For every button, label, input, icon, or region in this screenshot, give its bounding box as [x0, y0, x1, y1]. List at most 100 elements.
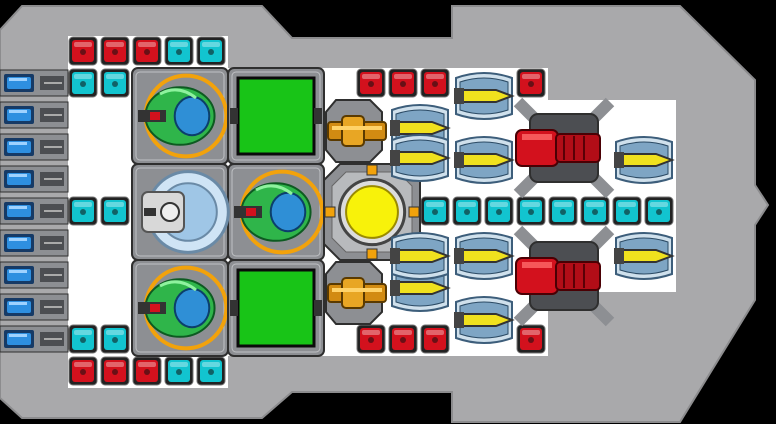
- gold-cannon[interactable]: [325, 99, 387, 163]
- energy-cell-cyan[interactable]: [100, 324, 130, 354]
- energy-cell-cyan[interactable]: [612, 196, 642, 226]
- laser-base: [390, 120, 400, 136]
- red-turret[interactable]: [513, 225, 615, 327]
- energy-cell-cyan[interactable]: [164, 36, 194, 66]
- energy-cell-red[interactable]: [516, 68, 546, 98]
- laser-emitter[interactable]: [454, 72, 515, 120]
- turret-shine: [522, 262, 552, 268]
- energy-cell-red[interactable]: [356, 68, 386, 98]
- laser-emitter[interactable]: [454, 232, 515, 280]
- cannon-shine: [332, 126, 382, 130]
- thruster[interactable]: [0, 197, 69, 225]
- cell-shine: [394, 74, 412, 79]
- cell-shine: [106, 42, 124, 47]
- laser-emitter[interactable]: [614, 136, 675, 184]
- cell-shine: [394, 330, 412, 335]
- cell-pip: [656, 209, 662, 215]
- thruster[interactable]: [0, 165, 69, 193]
- energy-cell-cyan[interactable]: [100, 196, 130, 226]
- energy-cell-cyan[interactable]: [644, 196, 674, 226]
- green-storage-module[interactable]: [227, 67, 325, 165]
- thruster[interactable]: [0, 133, 69, 161]
- thruster[interactable]: [0, 69, 69, 97]
- energy-cell-red[interactable]: [516, 324, 546, 354]
- shield-lens: [269, 191, 307, 233]
- cell-pip: [464, 209, 470, 215]
- energy-cell-red[interactable]: [68, 356, 98, 386]
- cell-shine: [522, 202, 540, 207]
- energy-cell-cyan[interactable]: [516, 196, 546, 226]
- cell-pip: [144, 49, 150, 55]
- energy-cell-red[interactable]: [68, 36, 98, 66]
- thruster-glare: [9, 302, 27, 305]
- energy-cell-cyan[interactable]: [68, 68, 98, 98]
- cell-pip: [368, 337, 374, 343]
- energy-cell-cyan[interactable]: [580, 196, 610, 226]
- energy-cell-red[interactable]: [388, 68, 418, 98]
- laser-base: [614, 152, 624, 168]
- hangar-bay-module[interactable]: [131, 163, 230, 261]
- cell-pip: [400, 81, 406, 87]
- energy-cell-red[interactable]: [132, 36, 162, 66]
- cell-pip: [80, 49, 86, 55]
- laser-base: [390, 280, 400, 296]
- laser-emitter[interactable]: [454, 296, 515, 344]
- reactor-clamp: [324, 206, 336, 218]
- cell-shine: [618, 202, 636, 207]
- cell-pip: [528, 81, 534, 87]
- cell-pip: [432, 337, 438, 343]
- cell-shine: [74, 202, 92, 207]
- laser-emitter[interactable]: [454, 136, 515, 184]
- cell-shine: [202, 42, 220, 47]
- thruster-glare: [9, 174, 27, 177]
- energy-cell-cyan[interactable]: [452, 196, 482, 226]
- cell-pip: [80, 369, 86, 375]
- cell-shine: [362, 330, 380, 335]
- energy-cell-red[interactable]: [100, 356, 130, 386]
- energy-cell-red[interactable]: [420, 68, 450, 98]
- energy-cell-red[interactable]: [100, 36, 130, 66]
- energy-cell-cyan[interactable]: [68, 196, 98, 226]
- gold-cannon[interactable]: [325, 261, 387, 325]
- laser-base: [390, 248, 400, 264]
- laser-emitter[interactable]: [390, 232, 451, 280]
- energy-cell-cyan[interactable]: [68, 324, 98, 354]
- energy-cell-red[interactable]: [132, 356, 162, 386]
- cell-shine: [554, 202, 572, 207]
- energy-cell-cyan[interactable]: [484, 196, 514, 226]
- thruster[interactable]: [0, 325, 69, 353]
- energy-cell-red[interactable]: [356, 324, 386, 354]
- thruster[interactable]: [0, 261, 69, 289]
- thruster[interactable]: [0, 293, 69, 321]
- cell-pip: [112, 81, 118, 87]
- red-turret[interactable]: [513, 97, 615, 199]
- energy-cell-cyan[interactable]: [100, 68, 130, 98]
- cell-pip: [80, 81, 86, 87]
- energy-cell-cyan[interactable]: [164, 356, 194, 386]
- green-storage-module[interactable]: [227, 259, 325, 357]
- energy-cell-red[interactable]: [420, 324, 450, 354]
- energy-cell-cyan[interactable]: [420, 196, 450, 226]
- thruster-glare: [9, 334, 27, 337]
- thruster[interactable]: [0, 101, 69, 129]
- cell-pip: [208, 369, 214, 375]
- energy-cell-cyan[interactable]: [196, 356, 226, 386]
- panel-latch-right: [314, 300, 322, 316]
- energy-cell-cyan[interactable]: [548, 196, 578, 226]
- thruster[interactable]: [0, 229, 69, 257]
- shield-generator[interactable]: [131, 67, 229, 165]
- cell-pip: [560, 209, 566, 215]
- shield-generator[interactable]: [227, 163, 325, 261]
- energy-cell-red[interactable]: [388, 324, 418, 354]
- laser-emitter[interactable]: [390, 134, 451, 182]
- laser-emitter[interactable]: [614, 232, 675, 280]
- cell-shine: [138, 42, 156, 47]
- cell-shine: [74, 42, 92, 47]
- shield-generator[interactable]: [131, 259, 229, 357]
- panel-latch-left: [230, 108, 238, 124]
- energy-cell-cyan[interactable]: [196, 36, 226, 66]
- thruster-glare: [9, 142, 27, 145]
- cell-shine: [170, 362, 188, 367]
- shield-lens: [173, 95, 211, 137]
